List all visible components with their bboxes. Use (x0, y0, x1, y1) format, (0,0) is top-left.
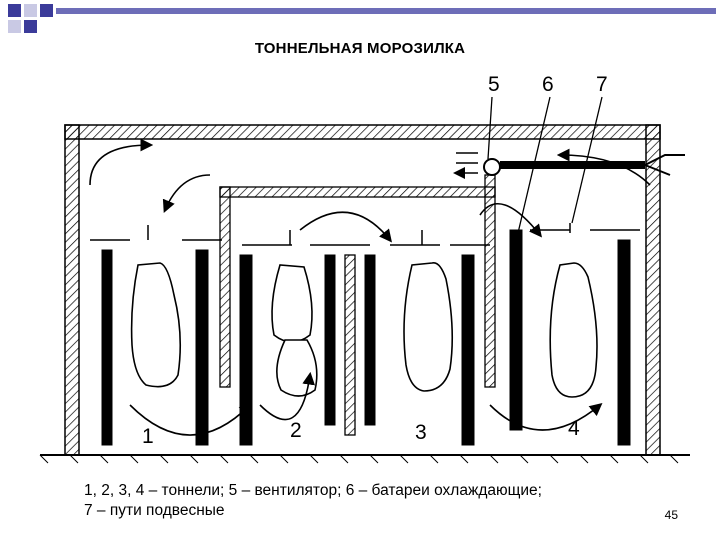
label-fan: 5 (488, 73, 500, 96)
label-tunnel-3: 3 (415, 421, 427, 444)
fan-unit (456, 152, 685, 175)
label-cooling-batteries: 6 (542, 73, 554, 96)
inner-partition (219, 174, 496, 436)
tunnel-freezer-diagram: 1 2 3 4 5 6 7 (39, 73, 690, 464)
caption-line-1: 1, 2, 3, 4 – тоннели; 5 – вентилятор; 6 … (84, 482, 542, 499)
label-tunnel-4: 4 (568, 417, 580, 440)
label-tunnel-1: 1 (142, 425, 154, 448)
leader-lines (487, 96, 603, 234)
label-overhead-rails: 7 (596, 73, 608, 96)
caption-line-2: 7 – пути подвесные (84, 502, 225, 519)
slide-title: ТОННЕЛЬНАЯ МОРОЗИЛКА (254, 40, 466, 57)
label-tunnel-2: 2 (290, 419, 302, 442)
floor (39, 454, 690, 464)
cooling-batteries (101, 229, 631, 446)
decorative-squares (8, 4, 716, 33)
overhead-rails (90, 223, 640, 246)
diagram-caption: 1, 2, 3, 4 – тоннели; 5 – вентилятор; 6 … (84, 481, 542, 521)
outer-wall (64, 124, 661, 456)
airflow-arrows (89, 138, 651, 436)
page-number: 45 (664, 508, 678, 522)
